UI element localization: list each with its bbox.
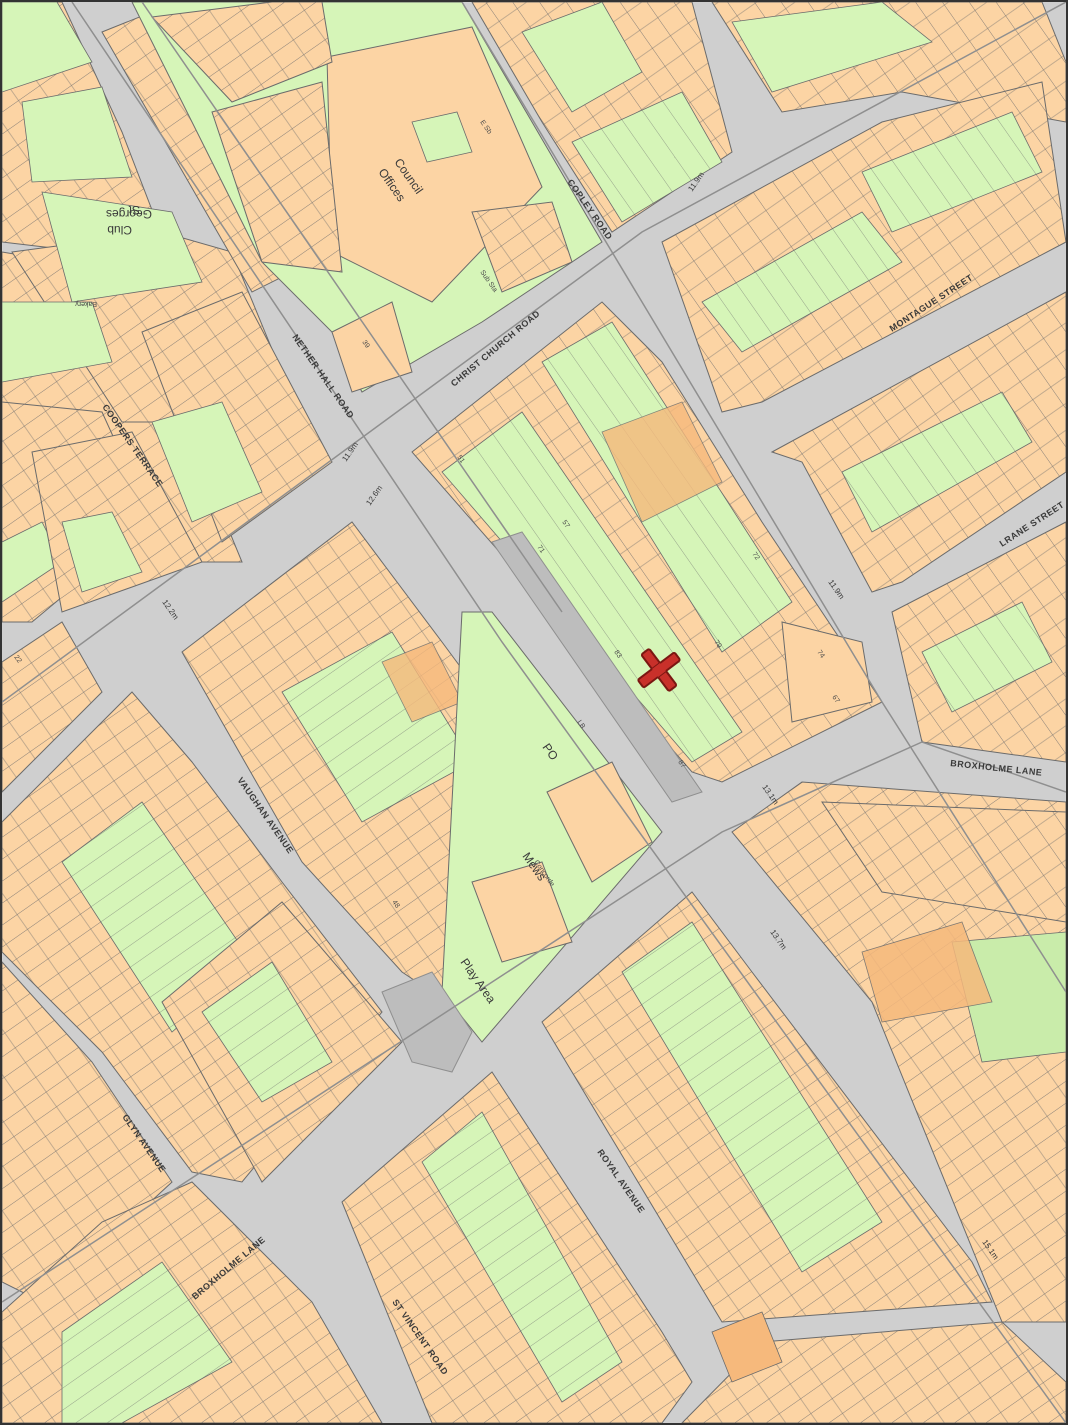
place-st-georges-label-1: St (128, 203, 140, 217)
block-concorde-mews (441, 611, 663, 1043)
house-number: 71 (535, 544, 545, 554)
block-montague-north (661, 81, 1066, 413)
car-park (491, 531, 703, 803)
house-number: 87 (676, 759, 686, 769)
block-broxholme-south (731, 781, 1066, 1323)
house-number: 48 (390, 899, 400, 909)
house-number: 57 (560, 519, 570, 529)
block-montague-south (770, 291, 1066, 593)
block-bottom-left (2, 1181, 383, 1423)
place-lb-label: LB (575, 719, 586, 730)
turning-head (381, 971, 473, 1073)
cross-marker-icon[interactable] (637, 648, 682, 693)
place-bakery-label: Bakery (75, 300, 97, 307)
house-number: 67 (830, 694, 840, 704)
block-thrane-east (891, 521, 1066, 763)
block-glyn-east (161, 901, 403, 1183)
house-number: 39 (360, 339, 370, 349)
house-number: 83 (612, 649, 622, 659)
place-st-georges-label-2: Georges (106, 207, 152, 221)
block-top-right (711, 2, 1066, 123)
house-number: 74 (815, 649, 825, 659)
place-st-georges-label-3: Club (107, 223, 132, 237)
block-st-vincent (341, 1071, 693, 1423)
block-bottom-right (681, 1311, 1066, 1423)
block-copley-north (471, 2, 733, 233)
house-number: 79 (712, 639, 722, 649)
house-number: 72 (750, 551, 760, 561)
block-council-offices (131, 2, 603, 393)
house-number: 22 (12, 654, 22, 664)
house-number: 51 (455, 454, 465, 464)
block-royal-east (541, 891, 993, 1323)
